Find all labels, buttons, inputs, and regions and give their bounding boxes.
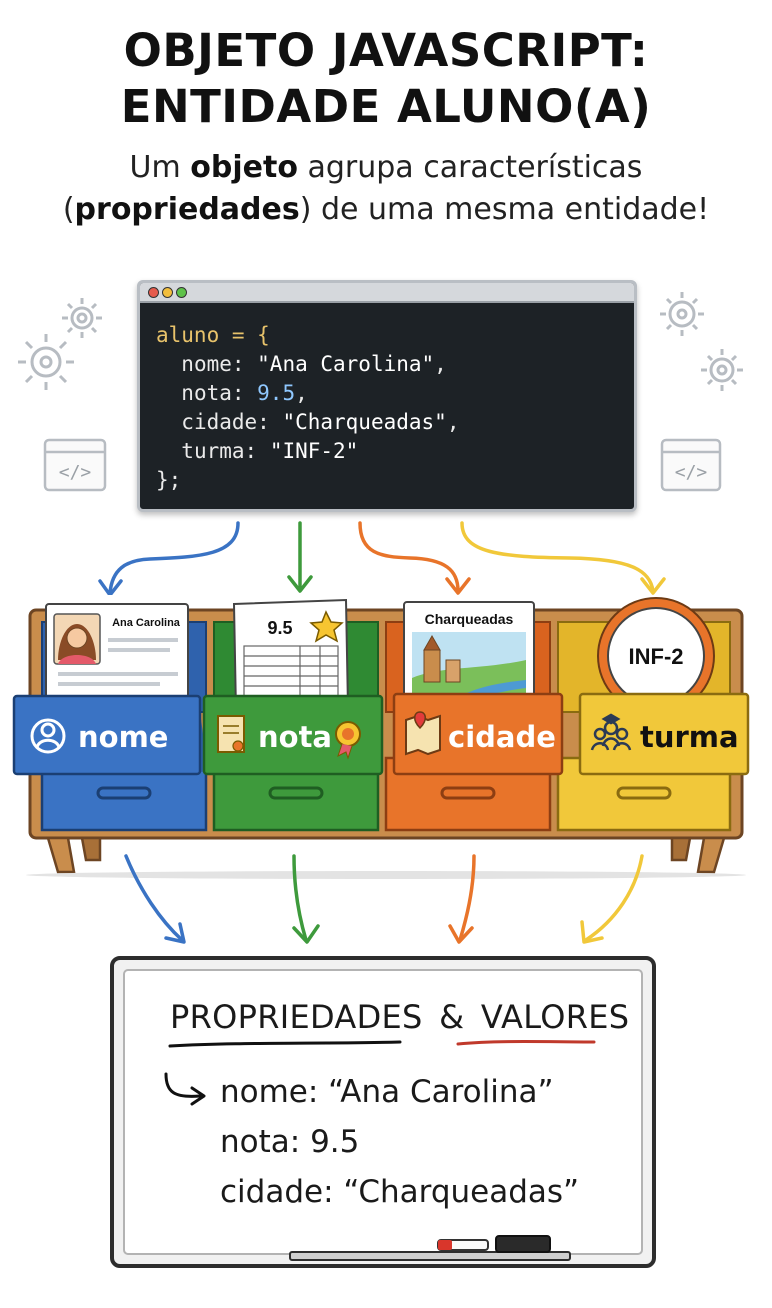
marker-tray (289, 1251, 571, 1261)
drawer-front-nota[interactable] (202, 694, 384, 776)
minimize-dot-icon (162, 287, 173, 298)
arrow-nome (108, 521, 240, 595)
cabinet-shadow (26, 871, 746, 879)
arrow-cidade (358, 521, 460, 593)
drawer-front-turma[interactable] (578, 692, 750, 776)
code-window: aluno = { nome: "Ana Carolina", nota: 9.… (137, 280, 637, 512)
arrow-down-turma (584, 854, 644, 942)
class-badge (597, 597, 715, 715)
arrow-head-turma (640, 577, 666, 595)
drawer-label-turma: turma (640, 720, 739, 754)
page-title-line-1: OBJETO JAVASCRIPT: (123, 24, 649, 77)
whiteboard-heading: PROPRIEDADES & VALORES (170, 998, 630, 1036)
code-window-icon: </> (43, 438, 107, 492)
card-label-nota: 9.5 (267, 618, 293, 638)
decorative-side-icons: </> </> (18, 292, 743, 492)
arrow-down-cidade (458, 854, 476, 942)
gear-icon (660, 292, 704, 336)
close-dot-icon (148, 287, 159, 298)
arrow-head-nota (287, 575, 313, 593)
whiteboard-item-nota: nota: 9.5 (220, 1124, 360, 1160)
card-label-turma: INF-2 (628, 644, 684, 669)
code-window-icon: </> (660, 438, 722, 492)
medal-icon (335, 721, 361, 760)
gear-icon (18, 334, 74, 390)
drawer-front-nome[interactable] (12, 694, 208, 776)
heading-underline-right (456, 1040, 596, 1046)
drawer-label-nome: nome (78, 720, 169, 754)
card-label-nome: Ana Carolina (112, 617, 180, 629)
svg-text:</>: </> (59, 462, 92, 483)
drawer-label-cidade: cidade (448, 720, 556, 754)
page-title-line-2: ENTIDADE ALUNO(A) (120, 80, 652, 133)
drawer-label-nota: nota (258, 720, 333, 754)
gear-icon (62, 298, 102, 338)
eraser[interactable] (495, 1235, 551, 1253)
maximize-dot-icon (176, 287, 187, 298)
gear-icon (701, 349, 743, 391)
cabinet-leg (696, 836, 726, 874)
arrow-down-nome (124, 854, 184, 942)
code-block: aluno = { nome: "Ana Carolina", nota: 9.… (156, 323, 460, 492)
code-close-line: }; (156, 468, 182, 492)
arrow-head-nome (98, 579, 123, 595)
card-label-cidade: Charqueadas (424, 611, 514, 627)
star-icon (309, 610, 344, 643)
code-window-titlebar (140, 283, 634, 303)
whiteboard-item-cidade: cidade: “Charqueadas” (220, 1174, 580, 1210)
certificate-icon (217, 715, 245, 753)
arrow-head-cidade (445, 577, 471, 595)
grade-sheet (232, 598, 350, 714)
subtitle-line-1: Um objeto agrupa características (129, 150, 643, 185)
arrows-drawers-to-board (124, 854, 644, 944)
arrows-code-to-drawers (98, 521, 666, 595)
map-icon (405, 711, 441, 756)
drawer-front-cidade[interactable] (392, 692, 564, 776)
group-icon (590, 713, 632, 751)
user-icon (30, 718, 66, 754)
subtitle-line-2: (propriedades) de uma mesma entidade! (62, 192, 710, 227)
cabinet-leg (670, 836, 692, 862)
drawer-cabinet (12, 597, 750, 879)
arrow-turma (460, 521, 655, 593)
whiteboard-item-nome: nome: “Ana Carolina” (220, 1074, 554, 1110)
cabinet-leg (80, 836, 102, 862)
svg-text:</>: </> (675, 462, 708, 483)
code-var-line: aluno = { (156, 323, 270, 347)
bullet-arrow-icon (164, 1072, 202, 1098)
cabinet-leg (46, 836, 76, 874)
whiteboard (110, 956, 656, 1268)
arrow-down-nota (292, 854, 308, 942)
heading-underline-left (168, 1040, 402, 1048)
